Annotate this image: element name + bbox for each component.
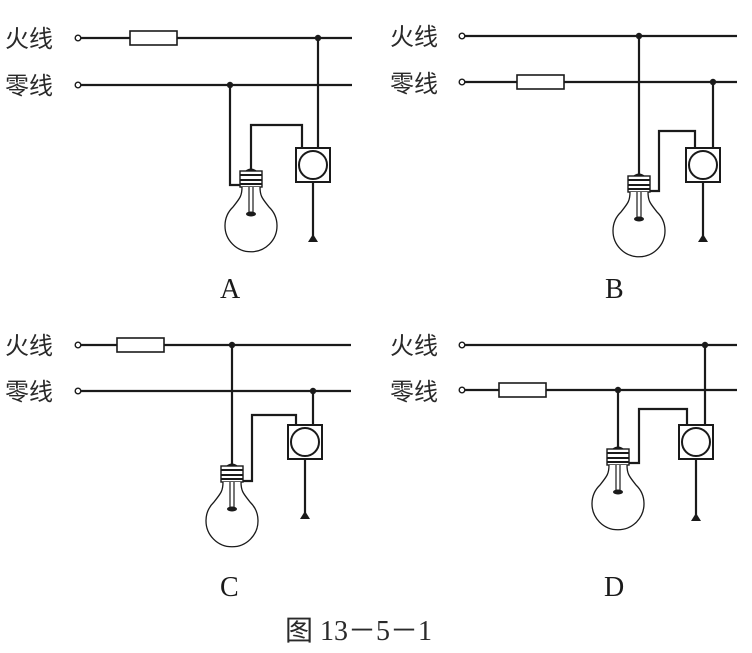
fuse-icon: [129, 30, 178, 46]
bulb-icon: [591, 445, 645, 531]
pull-switch-icon: [295, 147, 331, 183]
figure-caption: 图 13－5－1: [285, 616, 432, 647]
bulb-icon: [205, 462, 259, 548]
wire: [650, 129, 697, 193]
panel-b: 火线 零线 B: [390, 23, 737, 305]
option-label-b: B: [605, 274, 624, 305]
pull-cord-weight-icon: [698, 234, 708, 242]
wire: [629, 407, 689, 465]
pull-switch-icon: [685, 147, 721, 183]
live-wire-label: 火线: [5, 332, 53, 360]
terminal-icon: [74, 81, 82, 89]
terminal-icon: [458, 32, 466, 40]
fuse-icon: [116, 337, 165, 353]
panel-a: 火线 零线 A: [5, 25, 352, 305]
option-label-d: D: [604, 572, 624, 603]
fuse-icon: [516, 74, 565, 90]
pull-switch-icon: [287, 424, 323, 460]
wire: [243, 413, 298, 483]
pull-cord-weight-icon: [691, 513, 701, 521]
neutral-wire-label: 零线: [390, 70, 438, 98]
panel-c: 火线 零线 C: [5, 332, 351, 603]
live-wire-label: 火线: [390, 332, 438, 360]
option-label-a: A: [220, 274, 241, 305]
live-wire-label: 火线: [5, 25, 53, 53]
bulb-icon: [612, 172, 666, 258]
terminal-icon: [458, 341, 466, 349]
terminal-icon: [74, 341, 82, 349]
pull-cord-weight-icon: [308, 234, 318, 242]
bulb-icon: [224, 167, 278, 253]
pull-cord-weight-icon: [300, 511, 310, 519]
terminal-icon: [458, 386, 466, 394]
fuse-icon: [498, 382, 547, 398]
terminal-icon: [458, 78, 466, 86]
panel-d: 火线 零线 D: [390, 332, 737, 603]
terminal-icon: [74, 34, 82, 42]
wire: [228, 85, 242, 187]
wire: [249, 123, 304, 171]
neutral-wire-label: 零线: [5, 378, 53, 406]
live-wire-label: 火线: [390, 23, 438, 51]
option-label-c: C: [220, 572, 239, 603]
neutral-wire-label: 零线: [5, 72, 53, 100]
terminal-icon: [74, 387, 82, 395]
neutral-wire-label: 零线: [390, 378, 438, 406]
pull-switch-icon: [678, 424, 714, 460]
